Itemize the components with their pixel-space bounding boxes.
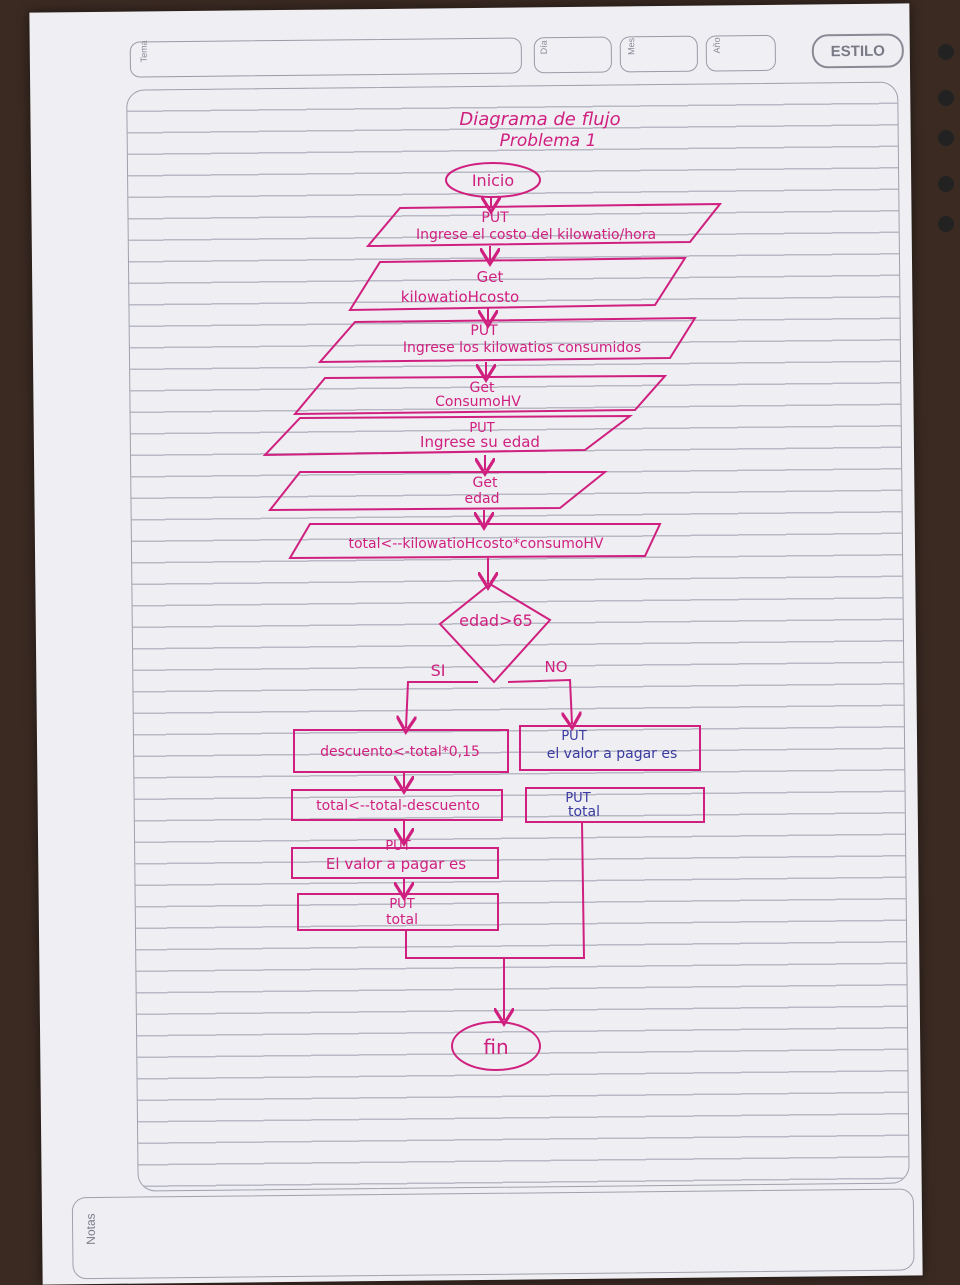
put2-keyword: PUT	[470, 323, 498, 339]
output-total-no	[525, 787, 705, 823]
get3-keyword: Get	[473, 475, 498, 491]
io-put-edad	[262, 414, 634, 457]
put-si-keyword: PUT	[385, 839, 410, 854]
output-valor-no	[519, 725, 701, 771]
io-put-kilowatios	[317, 316, 697, 364]
branch-yes-line	[406, 681, 478, 728]
diagram-title: Diagrama de flujo	[459, 109, 620, 130]
binding-hole	[938, 130, 954, 146]
put-si-text: El valor a pagar es	[326, 855, 466, 873]
put-si2-text: total	[386, 912, 418, 928]
output-valor-si	[291, 847, 499, 879]
merge-line-si	[405, 930, 504, 959]
branch-no-label: NO	[544, 658, 567, 676]
binding-hole	[938, 44, 954, 60]
process-total	[288, 523, 662, 560]
diagram-subtitle: Problema 1	[500, 131, 597, 151]
put1-keyword: PUT	[481, 210, 509, 226]
calc-total-text: total<--kilowatioHcosto*consumoHV	[348, 536, 603, 552]
get3-text: edad	[465, 491, 500, 507]
io-put-costo	[365, 202, 723, 248]
put-si2-keyword: PUT	[389, 897, 414, 912]
process-descuento	[293, 729, 509, 773]
merge-line-no	[504, 821, 586, 959]
binding-hole	[938, 90, 954, 106]
output-total-si	[297, 893, 499, 931]
get1-keyword: Get	[477, 268, 504, 286]
put1-text: Ingrese el costo del kilowatio/hora	[416, 227, 656, 243]
put-no-text: el valor a pagar es	[547, 746, 678, 762]
put-no-keyword: PUT	[561, 729, 586, 744]
total-descuento-text: total<--total-descuento	[316, 798, 480, 814]
put-no2-text: total	[568, 804, 600, 820]
binding-hole	[938, 176, 954, 192]
decision-text: edad>65	[459, 611, 533, 630]
get2-keyword: Get	[470, 380, 495, 396]
end-label: fin	[483, 1035, 508, 1059]
notebook-binding	[930, 30, 960, 330]
put-no2-keyword: PUT	[565, 791, 590, 806]
branch-no-line	[507, 678, 572, 724]
io-get-costo	[348, 256, 687, 312]
put3-keyword: PUT	[469, 421, 494, 436]
get2-text: ConsumoHV	[435, 394, 521, 410]
start-label: Inicio	[472, 171, 514, 190]
io-get-edad	[267, 471, 608, 512]
io-get-consumo	[292, 374, 668, 416]
binding-hole	[938, 216, 954, 232]
decision-edad	[438, 582, 552, 684]
get1-text: kilowatioHcosto	[401, 288, 519, 306]
process-total-descuento	[291, 789, 503, 821]
put3-text: Ingrese su edad	[420, 433, 540, 451]
branch-yes-label: SI	[431, 661, 446, 680]
descuento-text: descuento<-total*0,15	[320, 744, 480, 760]
end-terminal	[451, 1021, 541, 1071]
put2-text: Ingrese los kilowatios consumidos	[403, 340, 641, 356]
